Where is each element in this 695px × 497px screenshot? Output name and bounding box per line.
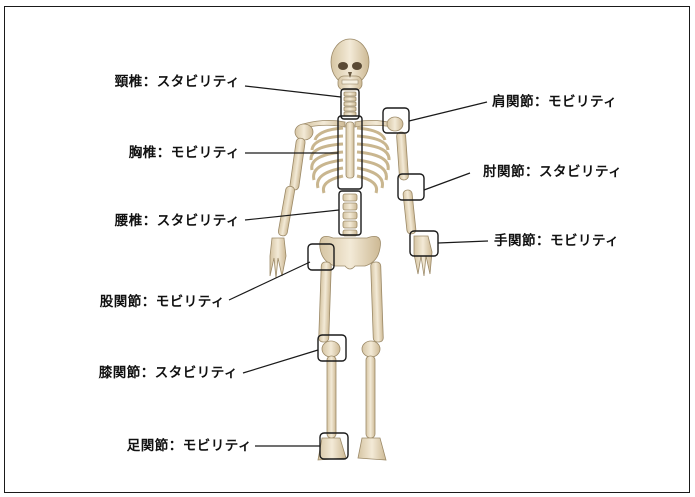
left-forearm — [278, 186, 296, 237]
label-ankle: 足関節：モビリティ — [127, 438, 252, 454]
right-humerus — [396, 132, 408, 181]
knee-leader — [243, 350, 318, 373]
label-lumbar: 腰椎：スタビリティ — [115, 213, 240, 229]
sternum — [346, 122, 354, 178]
hip-leader — [229, 262, 310, 300]
shoulder-leader — [409, 102, 487, 121]
label-elbow: 肘関節：スタビリティ — [483, 164, 622, 180]
cervical-vertebrae — [344, 92, 356, 116]
right-femur — [371, 262, 384, 342]
right-foot — [358, 438, 386, 460]
left-kneecap — [322, 341, 340, 357]
left-hand — [270, 238, 286, 278]
left-femur — [319, 262, 332, 342]
label-hip: 股関節：モビリティ — [100, 294, 225, 310]
right-kneecap — [362, 341, 380, 357]
right-scapula — [387, 117, 403, 131]
right-forearm — [403, 190, 417, 235]
left-scapula — [295, 124, 313, 140]
label-cervical: 頸椎：スタビリティ — [115, 74, 240, 90]
left-tibia — [327, 356, 336, 438]
label-shoulder: 肩関節：モビリティ — [492, 94, 617, 110]
cervical-leader — [245, 86, 341, 97]
label-wrist: 手関節：モビリティ — [494, 233, 619, 249]
elbow-leader — [424, 173, 470, 190]
label-knee: 膝関節：スタビリティ — [99, 365, 238, 381]
left-humerus — [289, 138, 305, 191]
skeleton — [270, 39, 432, 460]
right-tibia — [366, 356, 375, 438]
left-foot — [318, 438, 346, 460]
skull — [331, 39, 369, 90]
wrist-leader — [438, 241, 488, 243]
label-thoracic: 胸椎：モビリティ — [129, 145, 240, 161]
lumbar-vertebrae — [343, 194, 357, 236]
lumbar-leader — [245, 210, 339, 220]
